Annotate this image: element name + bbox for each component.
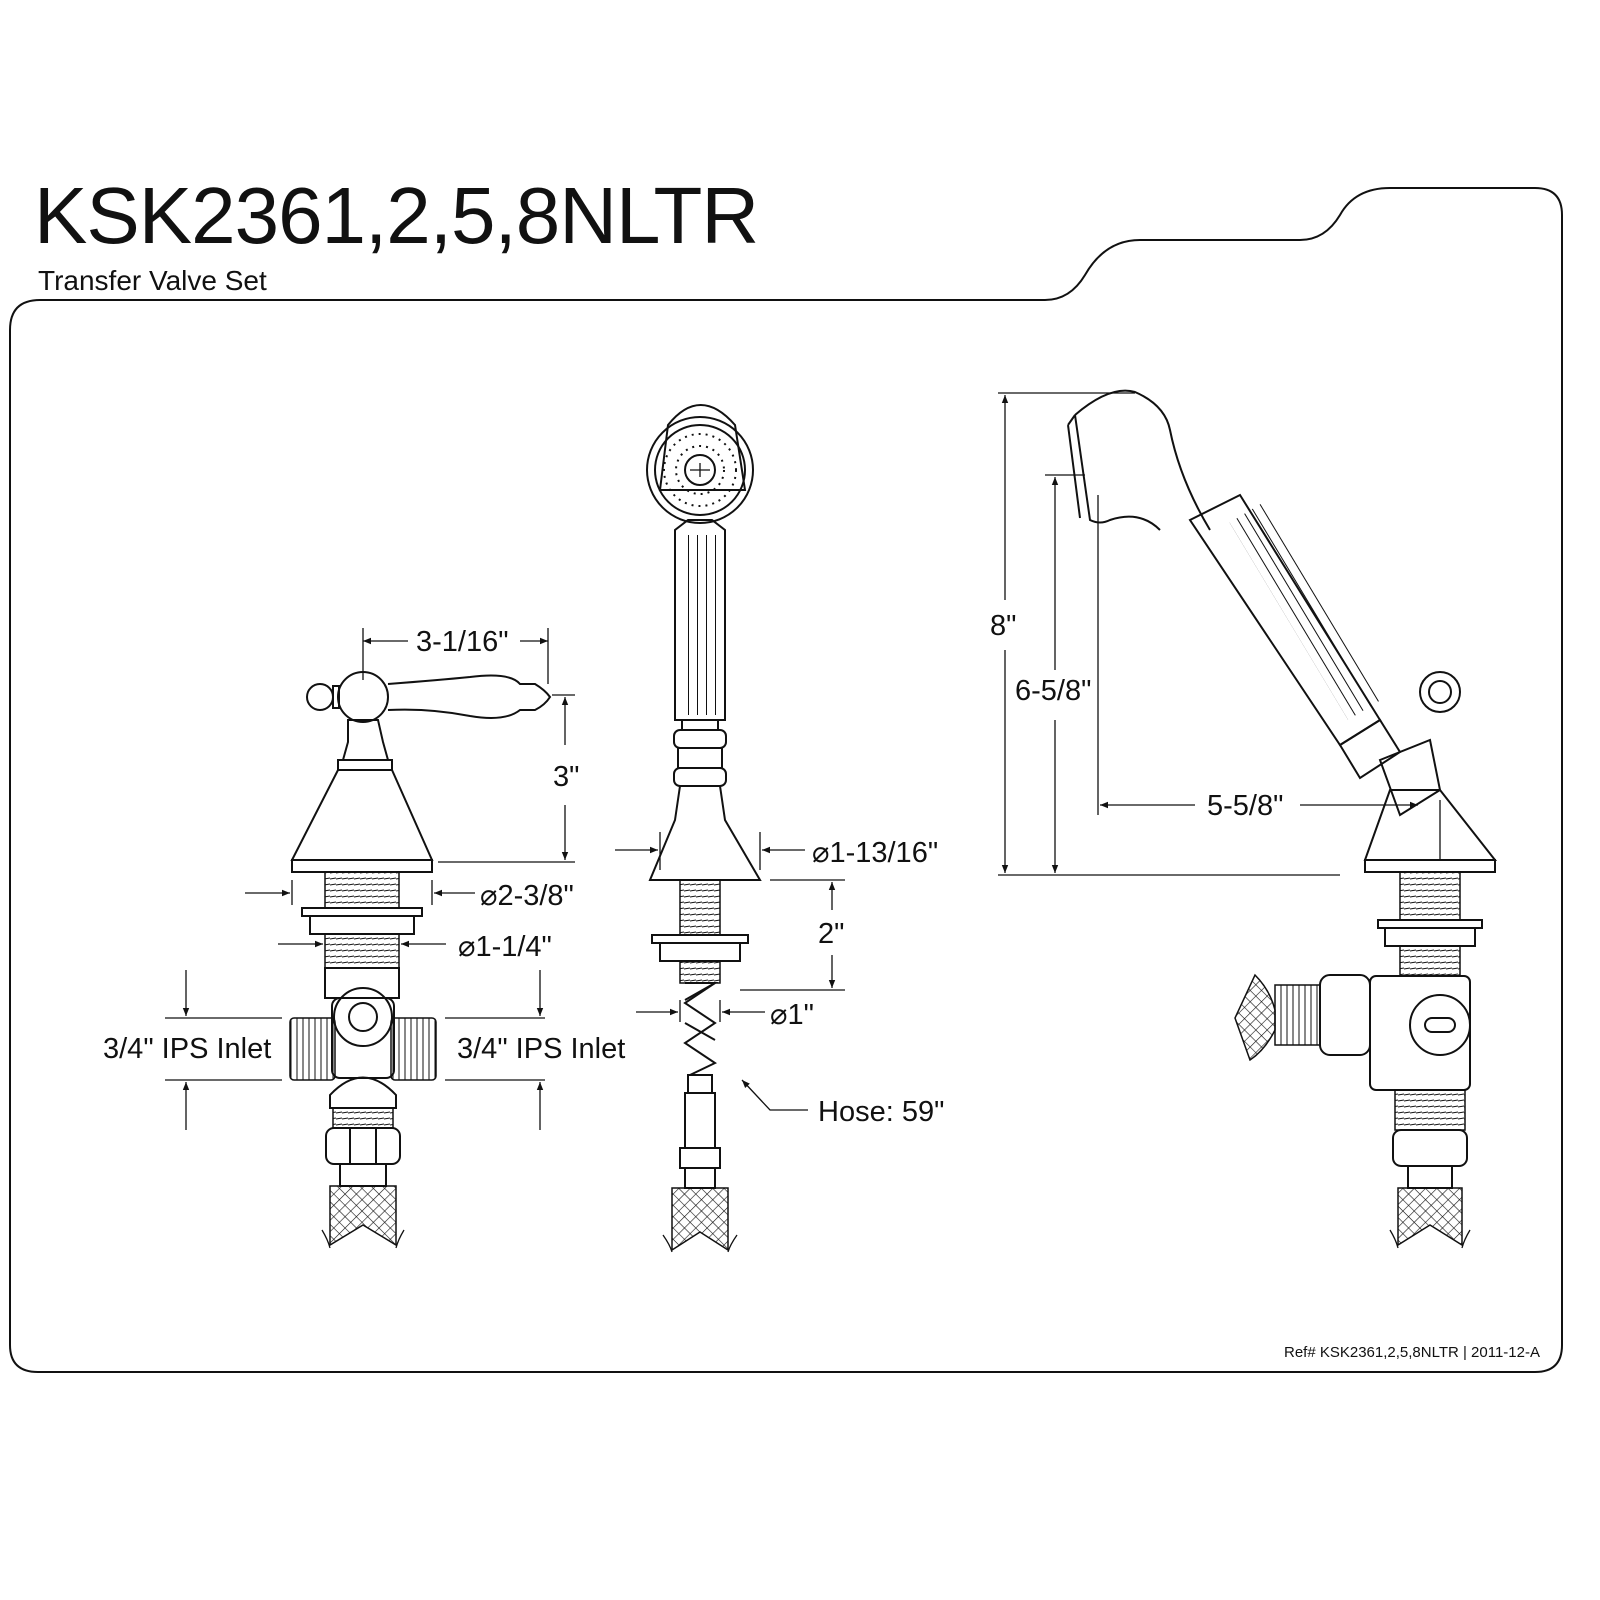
handshower-front-drawing: ⌀1-13/16" 2" ⌀1" Hose: 59" bbox=[615, 404, 944, 1253]
handshower-shank-length-label: 2" bbox=[818, 918, 844, 950]
total-height-label: 8" bbox=[990, 610, 1016, 642]
handshower-shank-diameter-label: ⌀1" bbox=[770, 999, 814, 1031]
handshower-base-diameter-label: ⌀1-13/16" bbox=[812, 837, 938, 869]
valve-handle-width-label: 3-1/16" bbox=[416, 626, 509, 658]
reach-label: 5-5/8" bbox=[1207, 790, 1283, 822]
valve-left-inlet-label: 3/4" IPS Inlet bbox=[103, 1033, 271, 1065]
valve-shank-diameter-label: ⌀1-1/4" bbox=[458, 931, 552, 963]
reference-number: Ref# KSK2361,2,5,8NLTR | 2011-12-A bbox=[1284, 1344, 1540, 1361]
sheet-frame bbox=[9, 187, 1563, 1373]
page-subtitle: Transfer Valve Set bbox=[38, 265, 267, 296]
valve-drawing: 3-1/16" 3" ⌀2-3/8" ⌀1-1/4" 3/4" IPS Inle… bbox=[103, 626, 625, 1249]
page-title: KSK2361,2,5,8NLTR bbox=[34, 171, 759, 260]
cradle-height-label: 6-5/8" bbox=[1015, 675, 1091, 707]
valve-right-inlet-label: 3/4" IPS Inlet bbox=[457, 1033, 625, 1065]
valve-base-diameter-label: ⌀2-3/8" bbox=[480, 880, 574, 912]
valve-handle-height-label: 3" bbox=[553, 761, 579, 793]
side-view-drawing: 8" 6-5/8" 5-5/8" bbox=[990, 389, 1498, 1249]
hose-length-label: Hose: 59" bbox=[818, 1096, 944, 1128]
